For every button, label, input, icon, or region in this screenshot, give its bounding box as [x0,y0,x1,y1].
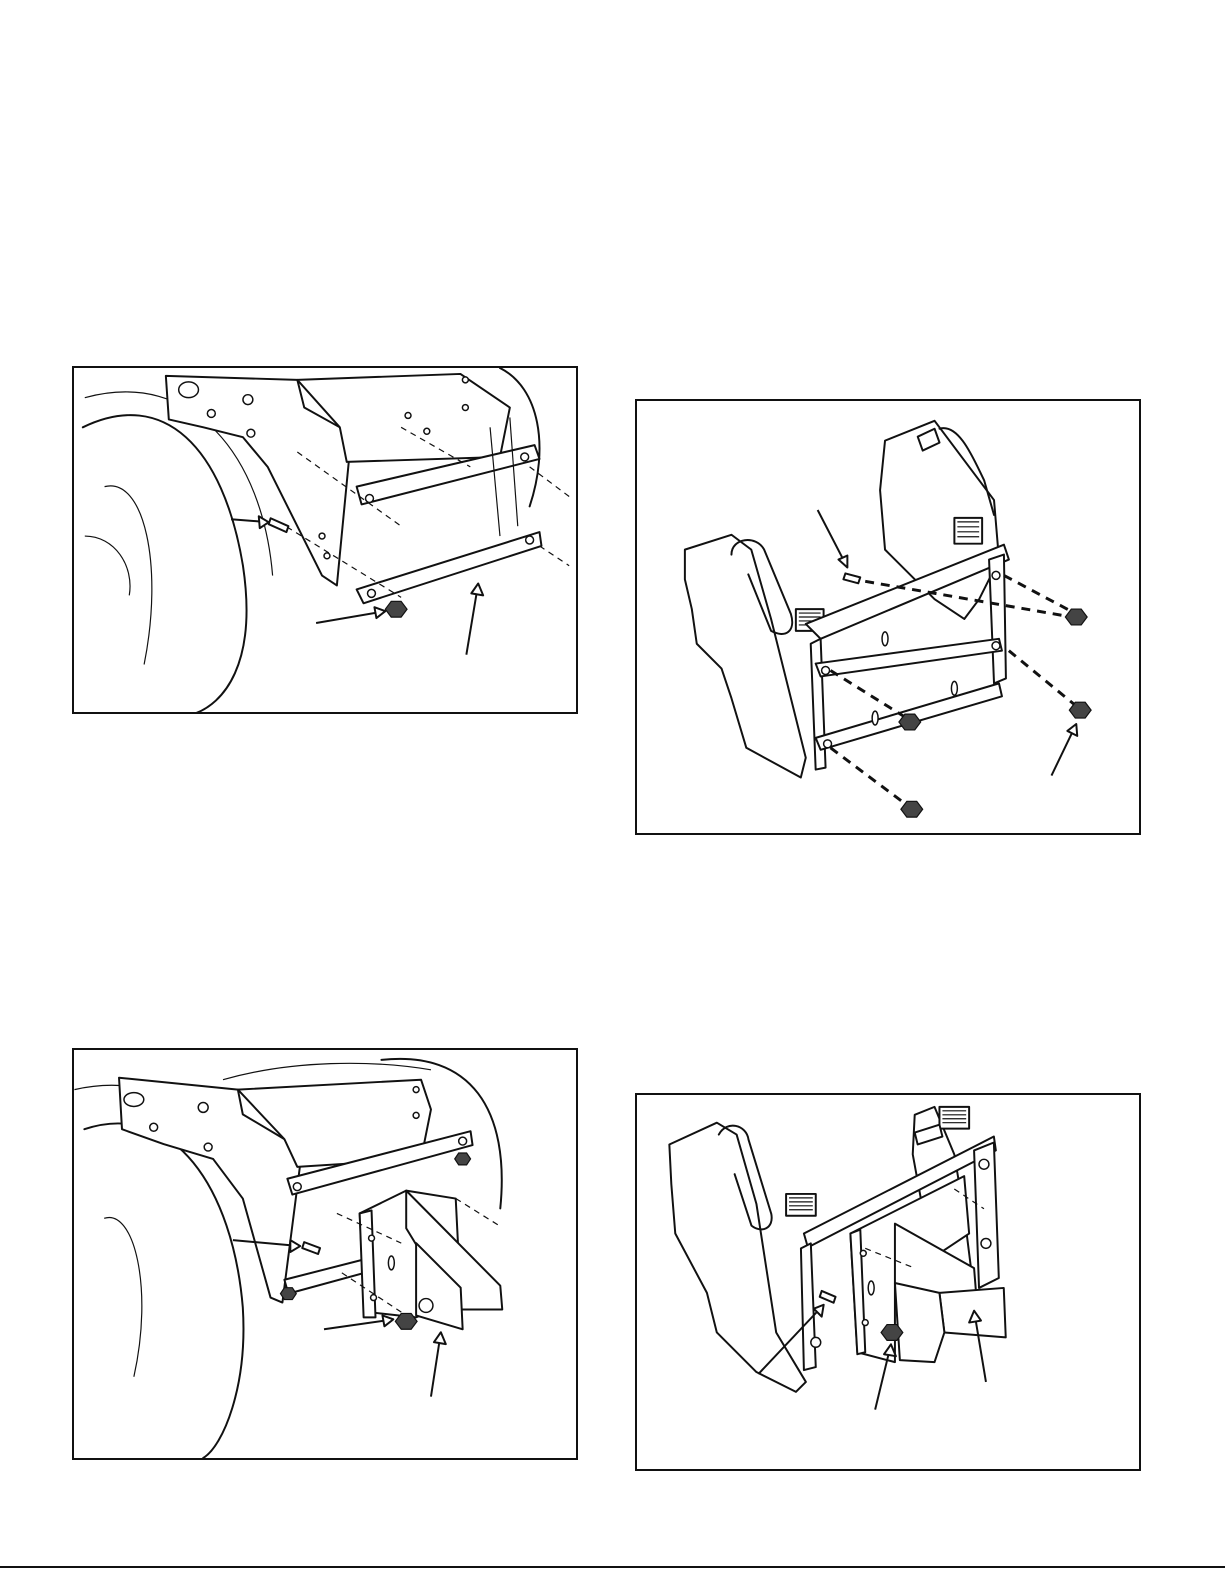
illustration-tractor-bracket [74,368,576,712]
footer-rule [0,1566,1225,1568]
illustration-hitch-frame [637,401,1139,833]
callout-arrow-bolt [231,516,269,528]
callout-arrow-bracket [466,583,483,654]
illustration-tractor-attachment [74,1050,576,1458]
spring-right [954,518,982,544]
figure-hitch-frame-bolt-assembly [635,399,1141,835]
callout-arrow-nut [316,607,385,623]
figure-hitch-frame-attachment [635,1093,1141,1471]
callout-arrow-nut [1051,724,1077,776]
figure-attachment-on-tractor [72,1048,578,1460]
figure-mounting-brackets-on-tractor [72,366,578,714]
illustration-hitch-frame-attachment [637,1095,1139,1469]
spring-right [939,1107,969,1129]
callout-arrow-nut [324,1315,393,1329]
callout-arrow-bolt [818,510,848,567]
spring-left [786,1194,816,1216]
callout-arrow-attachment [431,1332,446,1396]
